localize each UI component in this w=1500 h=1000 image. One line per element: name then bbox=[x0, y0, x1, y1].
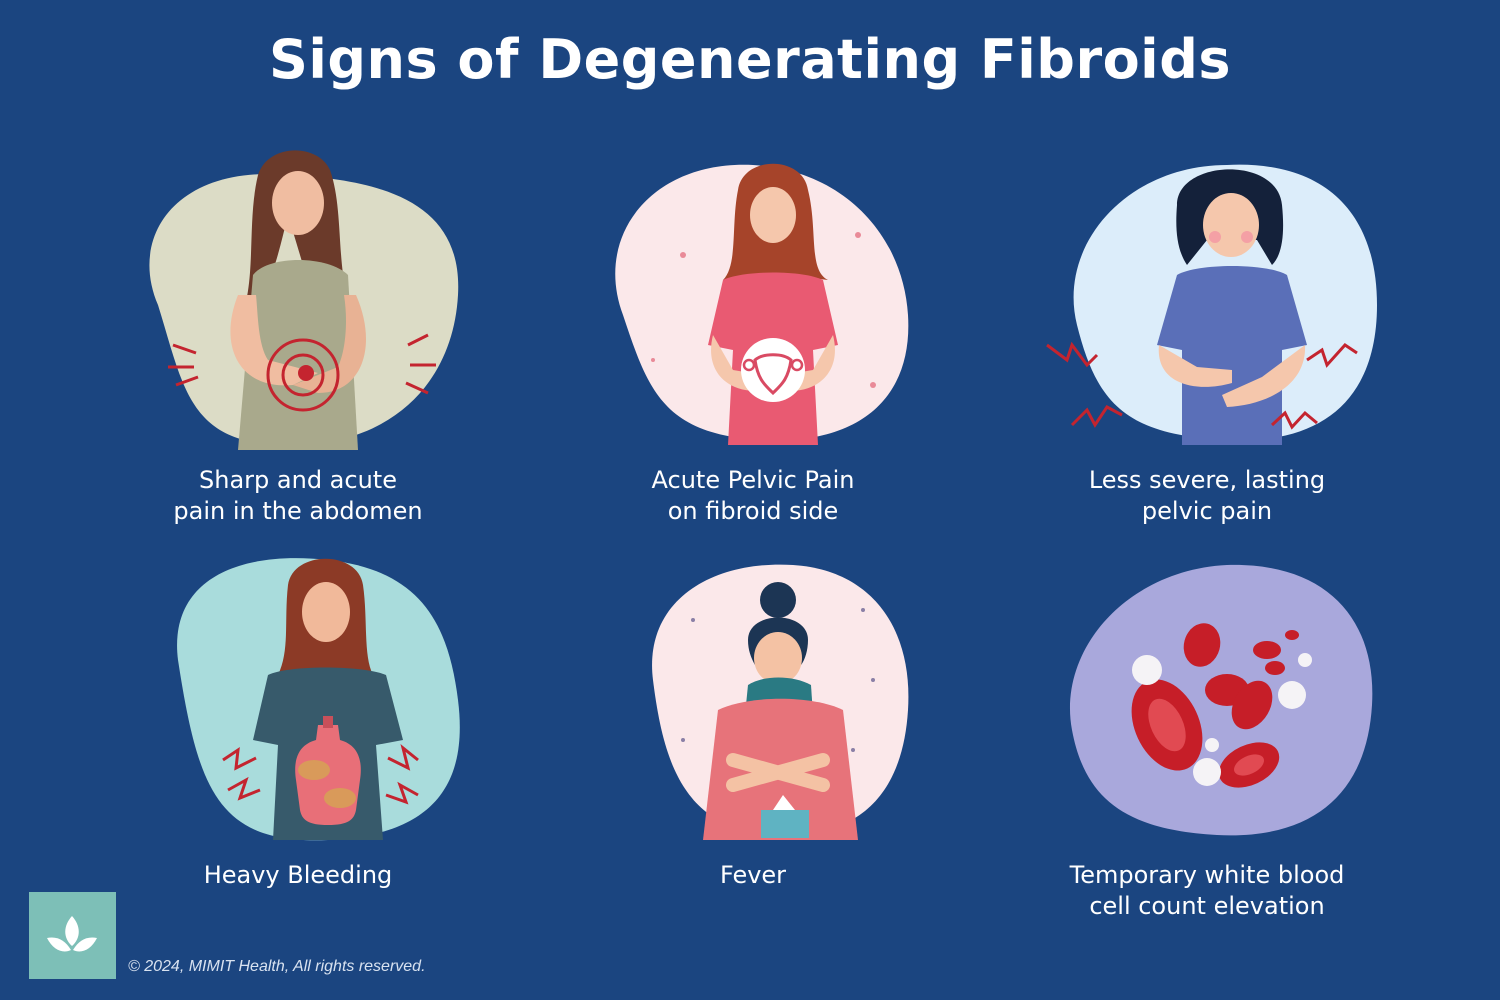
symptom-caption: Less severe, lasting pelvic pain bbox=[1088, 466, 1326, 525]
woman-hot-water-bottle-icon bbox=[177, 558, 460, 841]
blood-cells-icon bbox=[1069, 564, 1373, 836]
page-title: Signs of Degenerating Fibroids bbox=[268, 28, 1231, 91]
symptom-caption: Fever bbox=[719, 861, 787, 889]
symptom-card-fever: Fever bbox=[543, 540, 963, 891]
symptom-caption: Heavy Bleeding bbox=[203, 861, 393, 889]
mimit-logo bbox=[29, 892, 116, 979]
woman-pelvic-pain-icon bbox=[1046, 164, 1377, 445]
symptom-card-heavy-bleeding: Heavy Bleeding bbox=[88, 540, 508, 891]
symptom-caption: Sharp and acute pain in the abdomen bbox=[173, 466, 423, 525]
symptom-card-pelvic-pain: Acute Pelvic Pain on fibroid side bbox=[543, 145, 963, 527]
symptom-caption: Acute Pelvic Pain on fibroid side bbox=[651, 466, 855, 525]
symptom-card-abdominal-pain: Sharp and acute pain in the abdomen bbox=[88, 145, 508, 527]
symptom-card-lasting-pain: Less severe, lasting pelvic pain bbox=[997, 145, 1417, 527]
leaf-logo-icon bbox=[47, 916, 97, 952]
symptom-caption: Temporary white blood cell count elevati… bbox=[1069, 861, 1345, 920]
copyright-text: © 2024, MIMIT Health, All rights reserve… bbox=[128, 958, 426, 975]
woman-abdominal-pain-icon bbox=[149, 150, 459, 450]
woman-fever-blanket-icon bbox=[652, 564, 909, 840]
symptom-card-white-blood-cells: Temporary white blood cell count elevati… bbox=[997, 540, 1417, 922]
woman-uterus-icon bbox=[615, 163, 909, 445]
